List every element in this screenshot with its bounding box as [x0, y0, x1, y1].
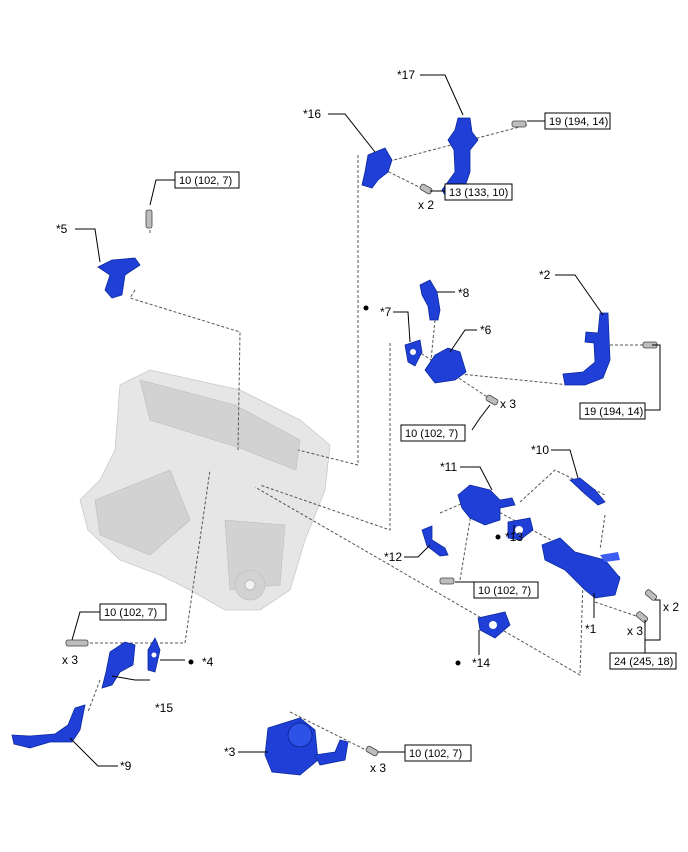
svg-text:10 (102, 7): 10 (102, 7) [405, 428, 458, 440]
quantity-label: x 3 [62, 653, 78, 667]
callout-7: *7 [380, 305, 392, 319]
callout-2: *2 [539, 268, 551, 282]
callout-6: *6 [480, 323, 492, 337]
bolt-icon [439, 577, 455, 585]
svg-text:10 (102, 7): 10 (102, 7) [179, 175, 232, 187]
bolt-icon [485, 394, 499, 406]
torque-specs: 19 (194, 14) 13 (133, 10) x 2 10 (102, 7… [62, 112, 679, 775]
callout-12: *12 [384, 550, 402, 564]
non-reusable-marker-icon [495, 534, 501, 540]
torque-spec-box: 10 (102, 7) x 3 [370, 744, 472, 775]
callout-17: *17 [397, 68, 415, 82]
svg-text:19 (194, 14): 19 (194, 14) [549, 116, 608, 128]
quantity-label: x 2 [418, 198, 434, 212]
torque-spec-box: 13 (133, 10) x 2 [418, 183, 513, 212]
part-15-water-inlet[interactable] [101, 641, 136, 689]
part-12-hose[interactable] [421, 525, 449, 557]
torque-spec-box: 10 (102, 7) x 3 [400, 397, 516, 442]
callout-3: *3 [224, 745, 236, 759]
quantity-label: x 2 [663, 600, 679, 614]
callout-14: *14 [472, 656, 490, 670]
gasket-markers [188, 305, 501, 666]
bolt-icon [511, 120, 527, 128]
callout-5: *5 [56, 222, 68, 236]
part-4-gasket[interactable] [147, 637, 161, 673]
callout-16: *16 [303, 107, 321, 121]
part-16-bracket[interactable] [361, 147, 393, 189]
part-2-water-pipe[interactable] [562, 312, 611, 386]
bolt-icon [419, 183, 433, 195]
callout-1: *1 [585, 622, 597, 636]
part-14-gasket[interactable] [477, 611, 511, 639]
callout-9: *9 [120, 759, 132, 773]
part-8-hose[interactable] [419, 279, 441, 321]
callout-10: *10 [531, 443, 549, 457]
bolts [65, 120, 658, 757]
svg-text:10 (102, 7): 10 (102, 7) [104, 607, 157, 619]
svg-text:13 (133, 10): 13 (133, 10) [449, 187, 508, 199]
part-3-throttle-body[interactable] [264, 717, 349, 776]
quantity-label: x 3 [627, 624, 643, 638]
quantity-label: x 3 [500, 397, 516, 411]
part-6-egr-valve-adapter[interactable] [424, 347, 467, 384]
bolt-icon [65, 639, 89, 647]
part-7-gasket[interactable] [404, 339, 423, 367]
part-13-gasket[interactable] [507, 517, 534, 541]
part-1-egr-cooler[interactable] [541, 537, 621, 599]
non-reusable-marker-icon [363, 305, 369, 311]
bolt-icon [145, 209, 153, 229]
part-9-water-pipe[interactable] [11, 704, 86, 749]
torque-spec-box: 19 (194, 14) [544, 112, 611, 130]
callout-labels: *17 *16 *5 *8 *7 *6 *2 *10 *11 *12 *13 *… [56, 68, 597, 773]
bolt-icon [365, 745, 379, 757]
torque-spec-box: 10 (102, 7) [174, 171, 240, 189]
torque-spec-box: 10 (102, 7) x 3 [62, 603, 167, 667]
svg-text:19 (194, 14): 19 (194, 14) [584, 406, 643, 418]
torque-spec-box: 19 (194, 14) [579, 402, 646, 420]
engine-block [79, 369, 331, 611]
callout-8: *8 [458, 286, 470, 300]
part-5-bracket[interactable] [97, 257, 141, 299]
callout-13: *13 [505, 530, 523, 544]
svg-text:10 (102, 7): 10 (102, 7) [478, 585, 531, 597]
non-reusable-marker-icon [455, 660, 461, 666]
quantity-label: x 3 [370, 761, 386, 775]
callout-15: *15 [155, 701, 173, 715]
leader-lines [69, 74, 661, 767]
non-reusable-marker-icon [188, 659, 194, 665]
svg-text:24 (245, 18): 24 (245, 18) [614, 656, 673, 668]
torque-spec-box: 24 (245, 18) x 2 x 3 [609, 600, 679, 670]
svg-text:10 (102, 7): 10 (102, 7) [409, 748, 462, 760]
torque-spec-box: 10 (102, 7) [473, 581, 539, 599]
part-10-hose[interactable] [569, 477, 606, 506]
bolt-icon [644, 589, 658, 601]
callout-4: *4 [202, 655, 214, 669]
part-11-egr-valve[interactable] [457, 484, 516, 526]
bolt-icon [635, 611, 649, 623]
callout-11: *11 [440, 460, 457, 474]
